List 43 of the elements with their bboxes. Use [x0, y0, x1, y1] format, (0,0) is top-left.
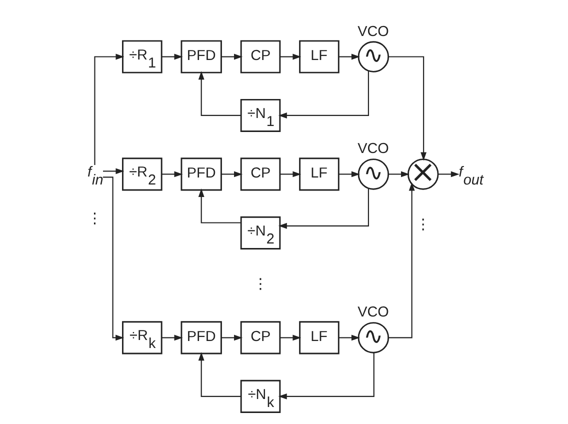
arrow: [162, 334, 183, 341]
arrow: [198, 352, 241, 397]
node-box: CP: [240, 40, 281, 74]
arrow: [280, 334, 302, 341]
arrow: [198, 71, 241, 116]
arrow: [338, 334, 360, 341]
node-box: LF: [299, 321, 340, 354]
node-box: PFD: [180, 40, 222, 74]
node-label: VCO: [358, 141, 389, 158]
arrow: [278, 188, 369, 229]
arrow: [280, 171, 302, 178]
label: ⋮: [416, 217, 430, 234]
arrow: [388, 182, 415, 338]
node-label: VCO: [358, 304, 389, 321]
arrow: [278, 70, 369, 118]
arrow: [388, 171, 410, 178]
arrow: [102, 176, 124, 341]
arrow: [438, 171, 460, 178]
arrow: [278, 352, 374, 400]
arrow: [162, 171, 183, 178]
arrow: [103, 168, 124, 174]
node-box: CP: [240, 158, 281, 191]
node-box: LF: [299, 40, 340, 74]
label: ⋮: [253, 276, 268, 293]
arrow: [221, 334, 243, 341]
arrow: [221, 171, 243, 178]
arrow: [94, 54, 124, 165]
node-box: CP: [240, 321, 281, 354]
node-circle: ∿: [358, 322, 390, 354]
arrow: [162, 54, 183, 60]
arrow: [280, 54, 302, 60]
arrow: [338, 54, 360, 60]
node-box: PFD: [180, 321, 222, 354]
arrow: [198, 188, 241, 224]
node-circle: ∿: [358, 158, 390, 190]
arrow: [338, 171, 360, 178]
arrow: [221, 54, 243, 60]
arrow: [388, 56, 427, 161]
node-box: LF: [299, 158, 340, 191]
label: ⋮: [88, 210, 102, 227]
node-box: PFD: [180, 158, 222, 191]
node-circle: ∿: [358, 41, 390, 72]
node-label: VCO: [358, 24, 389, 40]
